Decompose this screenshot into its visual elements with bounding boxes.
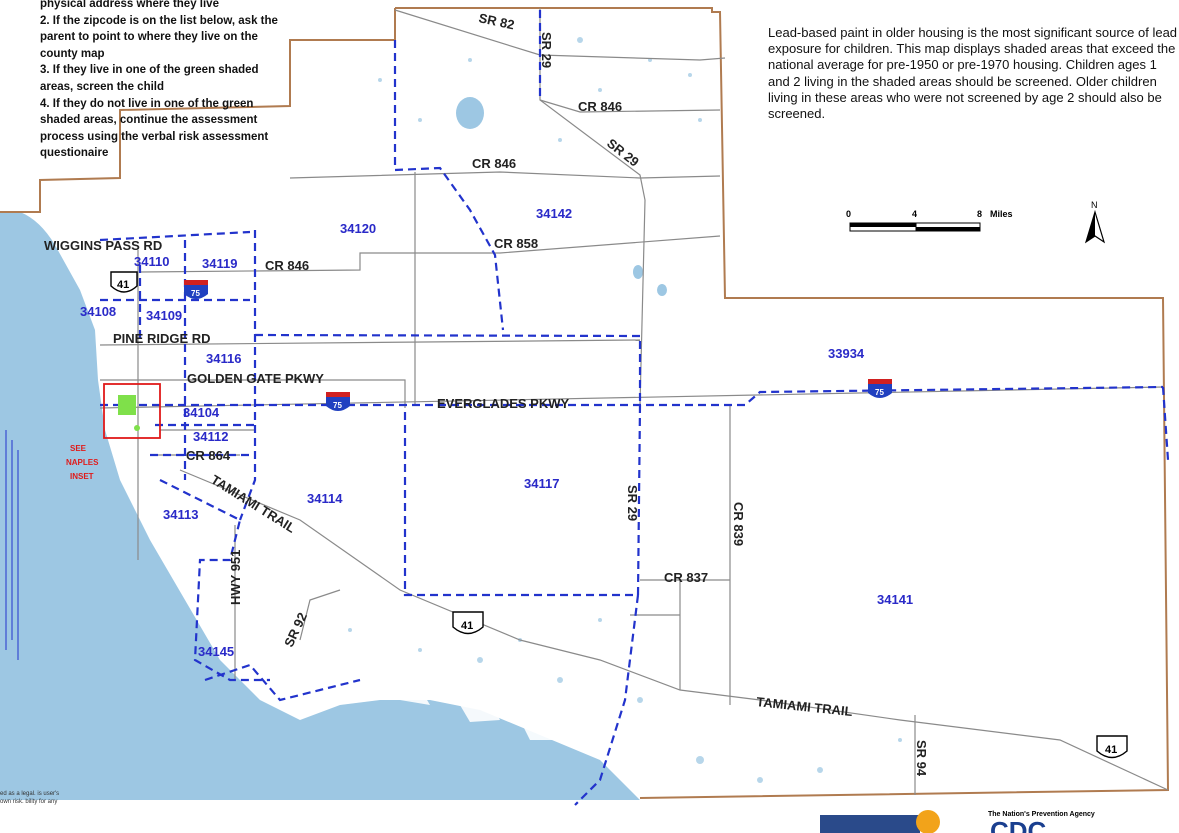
zip-34145: 34145	[198, 644, 234, 659]
road-cr864: CR 864	[186, 448, 231, 463]
svg-text:8: 8	[977, 209, 982, 219]
zip-34104: 34104	[183, 405, 220, 420]
road-sr29-south: SR 29	[625, 485, 640, 521]
i75-shield-west: 75	[184, 280, 208, 299]
north-arrow: N	[1084, 200, 1106, 244]
naples-inset-box[interactable]	[103, 383, 161, 439]
coastal-islands	[210, 630, 560, 740]
road-sr94: SR 94	[914, 740, 929, 777]
zip-34110: 34110	[134, 254, 169, 269]
svg-text:4: 4	[912, 209, 917, 219]
zip-34120: 34120	[340, 221, 376, 236]
zip-34142: 34142	[536, 206, 572, 221]
svg-text:0: 0	[846, 209, 851, 219]
i75-shield-center: 75	[326, 392, 350, 411]
road-sr29-north: SR 29	[539, 32, 554, 68]
road-everglades: EVERGLADES PKWY	[437, 396, 570, 411]
map-description: Lead-based paint in older housing is the…	[768, 25, 1178, 122]
inset-label-2: NAPLES	[66, 458, 99, 467]
road-sr92: SR 92	[281, 610, 310, 649]
wetland-specks	[348, 37, 902, 783]
zip-34141: 34141	[877, 592, 913, 607]
road-hwy951: HWY 951	[228, 550, 243, 605]
screening-instructions: physical address where they live 2. If t…	[40, 0, 290, 162]
zip-34113: 34113	[163, 507, 198, 522]
road-cr846-center: CR 846	[472, 156, 516, 171]
shaded-areas	[118, 395, 140, 431]
zip-34112: 34112	[193, 429, 228, 444]
svg-text:41: 41	[1105, 744, 1117, 756]
instruction-line-2: 2. If the zipcode is on the list below, …	[40, 14, 278, 60]
zip-34109: 34109	[146, 308, 182, 323]
florida-logo	[820, 810, 940, 833]
svg-text:41: 41	[117, 279, 129, 291]
instruction-line-1: physical address where they live	[40, 0, 219, 10]
road-golden-gate: GOLDEN GATE PKWY	[187, 371, 324, 386]
us41-shield-south: 41	[452, 611, 484, 635]
zip-34116: 34116	[206, 351, 241, 366]
svg-text:N: N	[1091, 200, 1098, 210]
lake-east	[633, 265, 643, 279]
svg-text:75: 75	[875, 388, 884, 397]
road-pine-ridge: PINE RIDGE RD	[113, 331, 211, 346]
instruction-line-3: 3. If they live in one of the green shad…	[40, 64, 259, 93]
scale-bar: 0 4 8 Miles	[846, 209, 1013, 232]
road-cr837: CR 837	[664, 570, 708, 585]
i75-shield-east: 75	[868, 379, 892, 398]
inset-label-1: SEE	[70, 444, 87, 453]
lake-east2	[657, 284, 667, 296]
svg-text:Miles: Miles	[990, 209, 1013, 219]
lake-north	[456, 97, 484, 129]
inset-label-3: INSET	[70, 472, 94, 481]
road-cr846-ne: CR 846	[578, 99, 622, 114]
us41-shield-north: 41	[110, 271, 138, 293]
instruction-line-4: 4. If they do not live in one of the gre…	[40, 97, 269, 160]
road-cr846-west: CR 846	[265, 258, 309, 273]
road-cr839: CR 839	[731, 502, 746, 546]
road-sr82: SR 82	[477, 10, 515, 32]
disclaimer-text: ed as a legal. is user's own risk. bilit…	[0, 791, 60, 805]
zip-34117: 34117	[524, 476, 559, 491]
road-wiggins-pass: WIGGINS PASS RD	[44, 238, 162, 253]
gulf-water	[0, 212, 640, 800]
left-edge-marks	[5, 430, 19, 660]
zip-34114: 34114	[307, 491, 343, 506]
zip-34119: 34119	[202, 256, 237, 271]
cdc-logo: CDC	[990, 816, 1047, 833]
zip-33934: 33934	[828, 346, 865, 361]
us41-shield-east: 41	[1096, 735, 1128, 759]
svg-text:75: 75	[333, 401, 342, 410]
svg-text:75: 75	[191, 289, 200, 298]
road-tamiami-east: TAMIAMI TRAIL	[756, 694, 854, 719]
svg-text:41: 41	[461, 620, 473, 632]
zip-boundaries	[99, 10, 1170, 806]
roads	[99, 8, 1169, 795]
zip-34108: 34108	[80, 304, 116, 319]
agency-text: The Nation's Prevention Agency	[988, 811, 1095, 818]
county-boundary	[0, 7, 1170, 799]
road-cr858: CR 858	[494, 236, 538, 251]
